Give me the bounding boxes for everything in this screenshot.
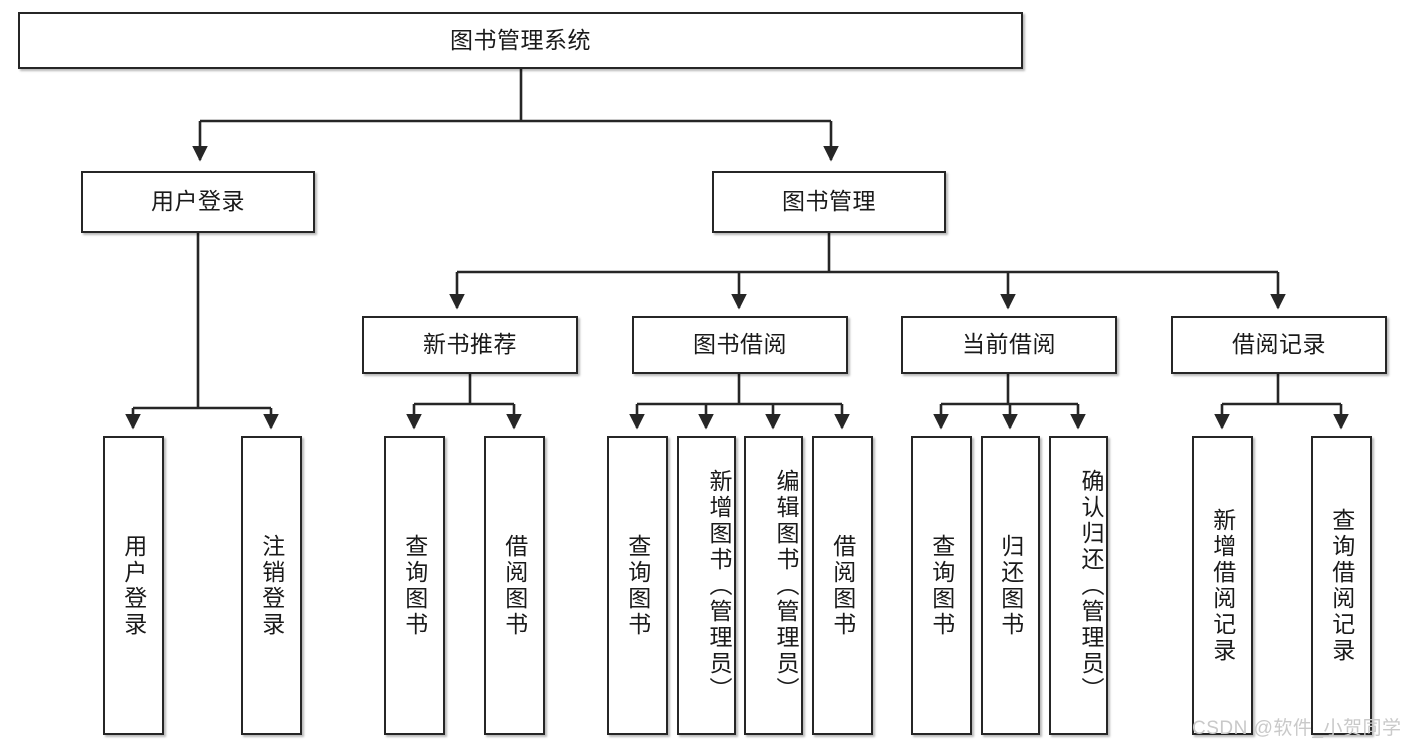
node-label: 查询借阅记录 xyxy=(1328,507,1355,664)
leaf-add-book-admin[interactable]: 新增图书（管理员） xyxy=(677,436,736,735)
node-label: 新书推荐 xyxy=(423,331,517,358)
node-label: 确认归还（管理员） xyxy=(1078,468,1104,703)
node-label: 查询图书 xyxy=(928,533,955,638)
node-label: 当前借阅 xyxy=(962,331,1056,358)
leaf-query-borrow-record[interactable]: 查询借阅记录 xyxy=(1311,436,1372,735)
node-label: 图书管理系统 xyxy=(450,26,591,53)
node-book-borrow[interactable]: 图书借阅 xyxy=(632,316,848,374)
node-label: 新增图书（管理员） xyxy=(706,468,732,703)
node-current-borrow[interactable]: 当前借阅 xyxy=(901,316,1117,374)
node-label: 图书借阅 xyxy=(693,331,787,358)
node-label: 归还图书 xyxy=(997,533,1024,638)
leaf-confirm-return-admin[interactable]: 确认归还（管理员） xyxy=(1049,436,1108,735)
node-book-management[interactable]: 图书管理 xyxy=(712,171,946,233)
leaf-edit-book-admin[interactable]: 编辑图书（管理员） xyxy=(744,436,803,735)
node-label: 借阅记录 xyxy=(1232,331,1326,358)
leaf-user-login[interactable]: 用户登录 xyxy=(103,436,164,735)
node-label: 新增借阅记录 xyxy=(1209,507,1236,664)
node-label: 查询图书 xyxy=(624,533,651,638)
node-label: 查询图书 xyxy=(401,533,428,638)
node-label: 图书管理 xyxy=(782,188,876,215)
leaf-borrow-book[interactable]: 借阅图书 xyxy=(812,436,873,735)
leaf-borrow-book-new[interactable]: 借阅图书 xyxy=(484,436,545,735)
node-user-login[interactable]: 用户登录 xyxy=(81,171,315,233)
node-label: 借阅图书 xyxy=(829,533,856,638)
node-label: 用户登录 xyxy=(151,188,245,215)
node-borrow-records[interactable]: 借阅记录 xyxy=(1171,316,1387,374)
csdn-watermark: CSDN @软件_小贺同学 xyxy=(1192,718,1402,739)
leaf-query-book-borrow[interactable]: 查询图书 xyxy=(607,436,668,735)
node-label: 注销登录 xyxy=(258,533,285,638)
node-label: 编辑图书（管理员） xyxy=(773,468,799,703)
leaf-query-book-new[interactable]: 查询图书 xyxy=(384,436,445,735)
node-new-book-recommend[interactable]: 新书推荐 xyxy=(362,316,578,374)
leaf-query-book-current[interactable]: 查询图书 xyxy=(911,436,972,735)
node-label: 借阅图书 xyxy=(501,533,528,638)
node-root-system[interactable]: 图书管理系统 xyxy=(18,12,1023,69)
leaf-return-book[interactable]: 归还图书 xyxy=(981,436,1040,735)
node-label: 用户登录 xyxy=(120,533,147,638)
leaf-logout[interactable]: 注销登录 xyxy=(241,436,302,735)
leaf-add-borrow-record[interactable]: 新增借阅记录 xyxy=(1192,436,1253,735)
